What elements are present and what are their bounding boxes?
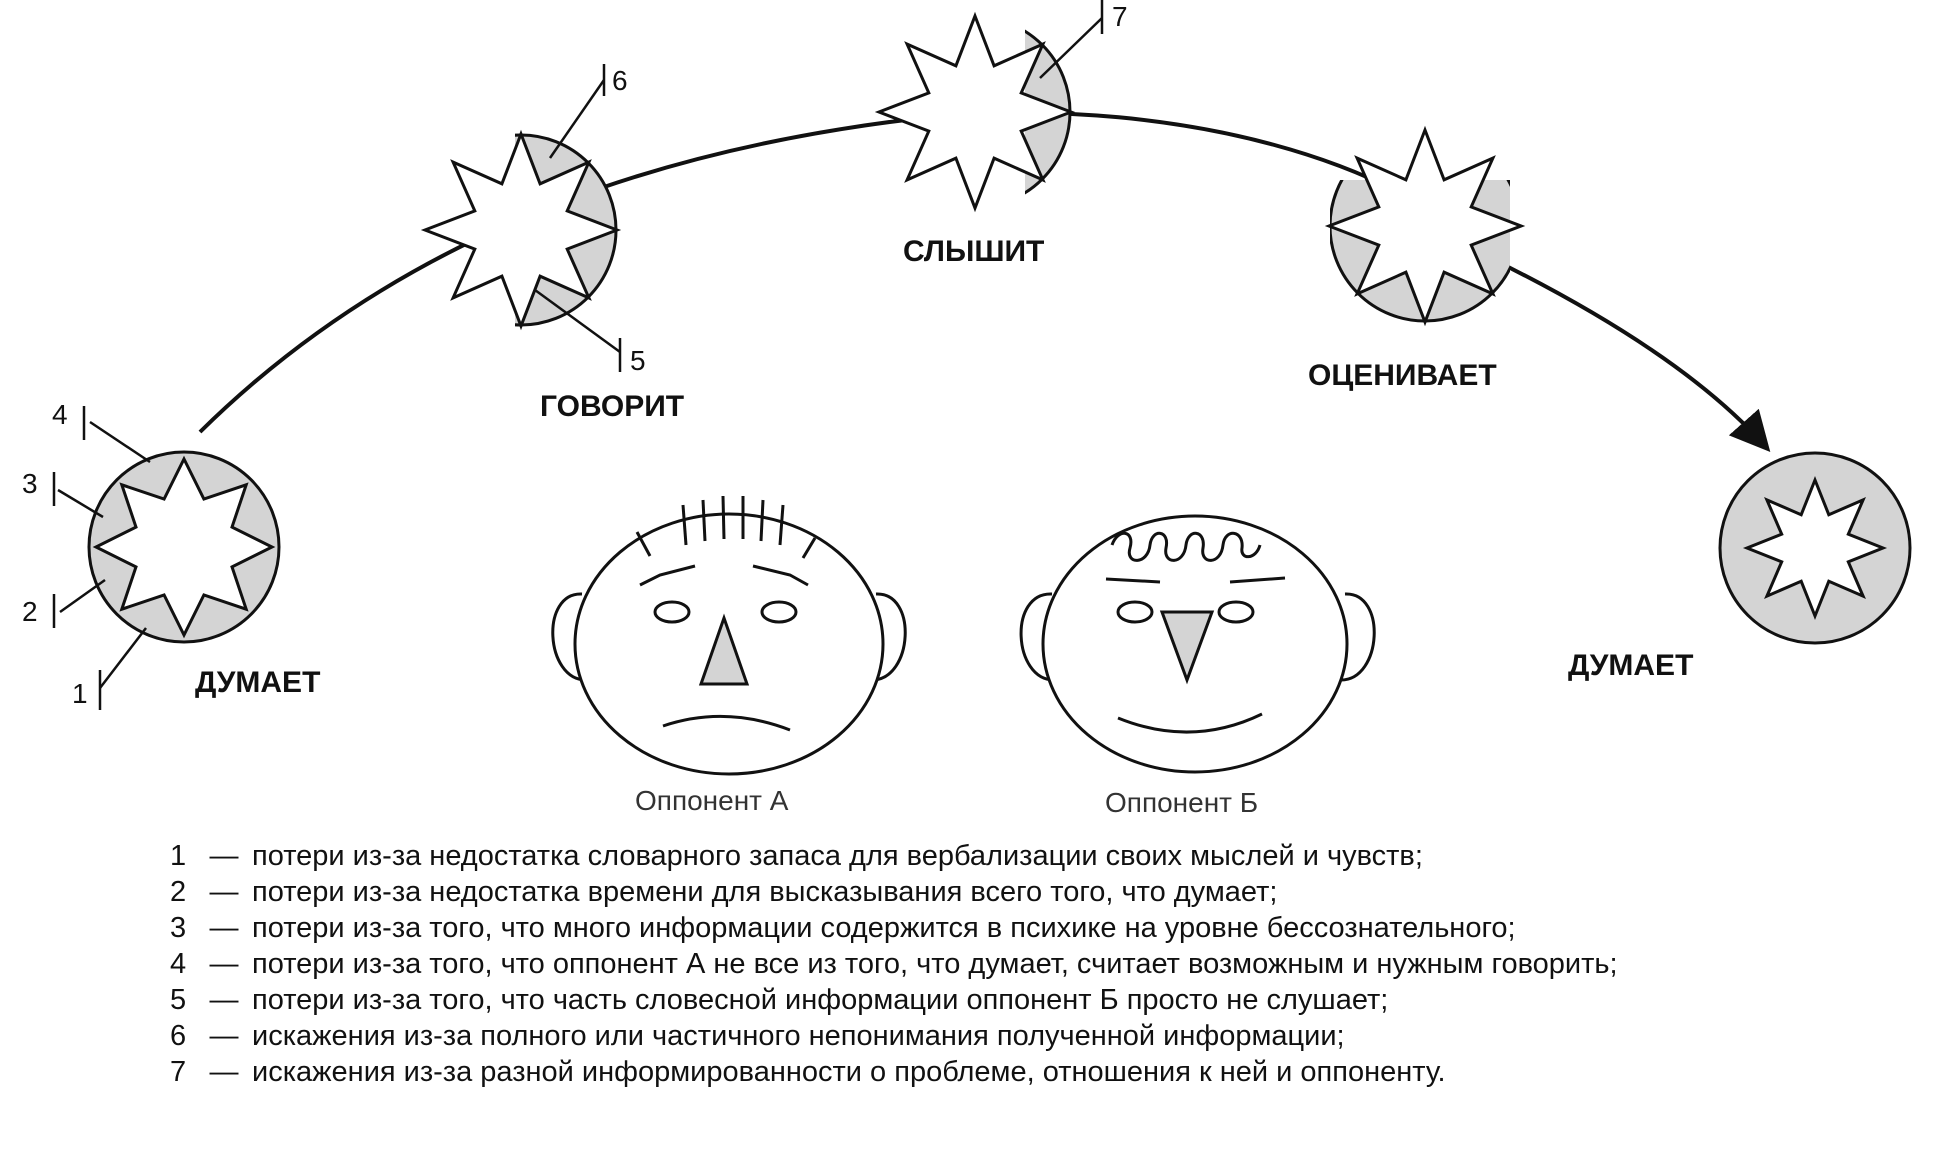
marker-4: 4: [52, 399, 68, 430]
legend-item: 6 — искажения из-за полного или частично…: [170, 1018, 1930, 1054]
marker-1: 1: [72, 678, 88, 709]
stage-label-hears: СЛЫШИТ: [903, 235, 1044, 268]
marker-7: 7: [1112, 1, 1128, 32]
marker-leaders: [52, 0, 1104, 710]
marker-2: 2: [22, 596, 38, 627]
legend-text: потери из-за того, что часть словесной и…: [252, 984, 1389, 1016]
legend-item: 4 — потери из-за того, что оппонент А не…: [170, 946, 1930, 982]
legend-item: 2 — потери из-за недостатка времени для …: [170, 874, 1930, 910]
legend-number: 2: [170, 876, 187, 908]
legend-dash: —: [209, 948, 239, 980]
opponent-b-label: Оппонент Б: [1105, 787, 1258, 818]
legend-text: потери из-за того, что много информации …: [252, 912, 1516, 944]
stage-evaluates-figure: [1324, 125, 1526, 327]
legend-dash: —: [209, 984, 239, 1016]
legend-dash: —: [209, 876, 239, 908]
opponent-a-face: [551, 495, 907, 776]
legend-item: 1 — потери из-за недостатка словарного з…: [170, 838, 1930, 874]
stage-label-evaluates: ОЦЕНИВАЕТ: [1308, 359, 1497, 392]
legend-number: 1: [170, 840, 187, 872]
legend-item: 3 — потери из-за того, что много информа…: [170, 910, 1930, 946]
legend-dash: —: [209, 1056, 239, 1088]
legend-item: 7 — искажения из-за разной информированн…: [170, 1054, 1930, 1090]
legend-number: 5: [170, 984, 187, 1016]
marker-5: 5: [630, 345, 646, 376]
legend-text: потери из-за недостатка словарного запас…: [252, 840, 1423, 872]
communication-arc: [198, 110, 1497, 434]
legend-text: искажения из-за полного или частичного н…: [252, 1020, 1345, 1052]
legend-dash: —: [209, 840, 239, 872]
legend-dash: —: [209, 1020, 239, 1052]
marker-6: 6: [612, 65, 628, 96]
stage-speaks-figure: [420, 129, 622, 331]
legend-text: искажения из-за разной информированности…: [252, 1056, 1446, 1088]
legend-number: 3: [170, 912, 187, 944]
stage-label-speaks: ГОВОРИТ: [540, 390, 684, 423]
stage-hears-figure: [874, 11, 1076, 213]
opponent-b-face: [1019, 514, 1376, 774]
legend-list: 1 — потери из-за недостатка словарного з…: [170, 838, 1930, 1090]
stage-label-think-a: ДУМАЕТ: [195, 666, 320, 699]
opponent-a-label: Оппонент А: [635, 785, 789, 816]
legend-number: 6: [170, 1020, 187, 1052]
legend-dash: —: [209, 912, 239, 944]
legend-number: 7: [170, 1056, 187, 1088]
stage-think-a-figure: [87, 450, 281, 644]
legend-item: 5 — потери из-за того, что часть словесн…: [170, 982, 1930, 1018]
legend-text: потери из-за того, что оппонент А не все…: [252, 948, 1618, 980]
stage-think-b-figure: [1718, 451, 1912, 645]
legend-number: 4: [170, 948, 187, 980]
marker-3: 3: [22, 468, 38, 499]
arrow-to-opponent-b: [1479, 251, 1771, 452]
legend-text: потери из-за недостатка времени для выск…: [252, 876, 1278, 908]
stage-label-think-b: ДУМАЕТ: [1568, 649, 1693, 682]
